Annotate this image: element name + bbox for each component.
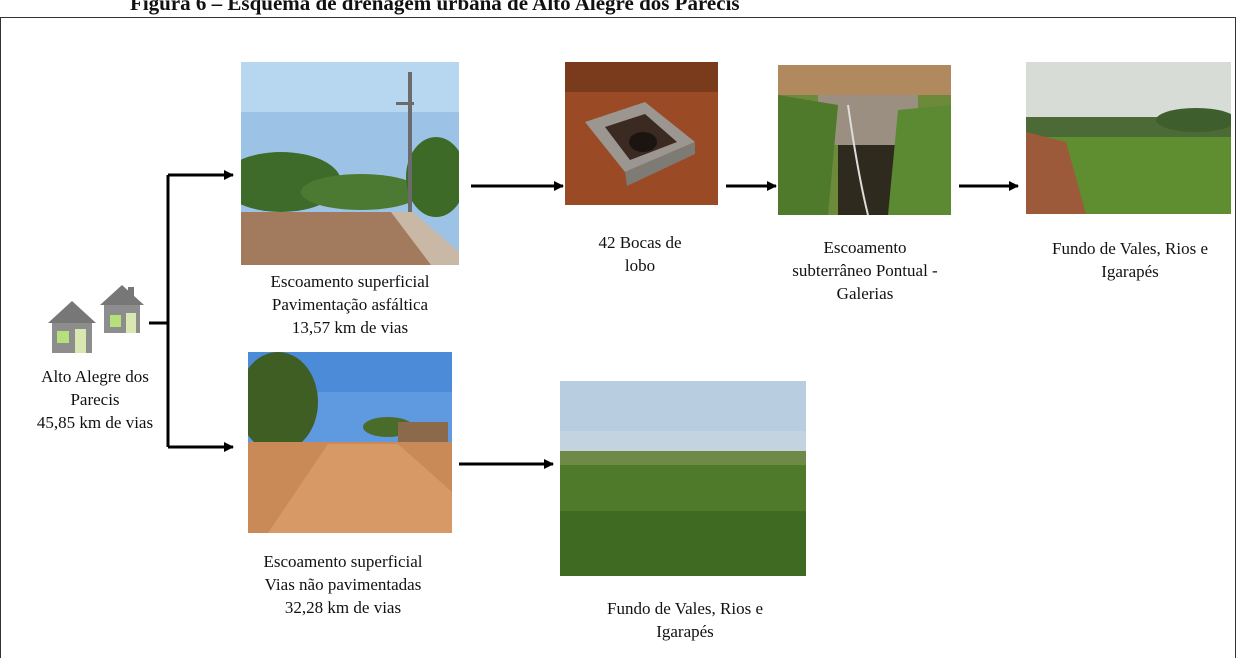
- paved-road-caption: Escoamento superficial Pavimentação asfá…: [270, 272, 430, 337]
- unpaved-road-caption: Escoamento superficial Vias não paviment…: [263, 552, 423, 617]
- houses-icon: [48, 281, 148, 353]
- storm-drain-inlet-photo: [565, 62, 718, 205]
- gallery-caption: Escoamento subterrâneo Pontual - Galeria…: [792, 238, 938, 303]
- grassland-photo: [560, 381, 806, 576]
- valley-caption-bottom: Fundo de Vales, Rios e Igarapés: [607, 599, 763, 641]
- valley-field-photo: [1026, 62, 1231, 214]
- inlet-caption: 42 Bocas de lobo: [598, 233, 682, 275]
- figure-frame: [0, 17, 1236, 658]
- paved-street-photo: [241, 62, 459, 265]
- valley-caption-top: Fundo de Vales, Rios e Igarapés: [1052, 239, 1208, 281]
- culvert-gallery-photo: [778, 65, 951, 215]
- origin-label: Alto Alegre dos Parecis 45,85 km de vias: [36, 367, 154, 432]
- unpaved-road-photo: [248, 352, 452, 533]
- figure-title: Figura 6 – Esquema de drenagem urbana de…: [130, 0, 740, 15]
